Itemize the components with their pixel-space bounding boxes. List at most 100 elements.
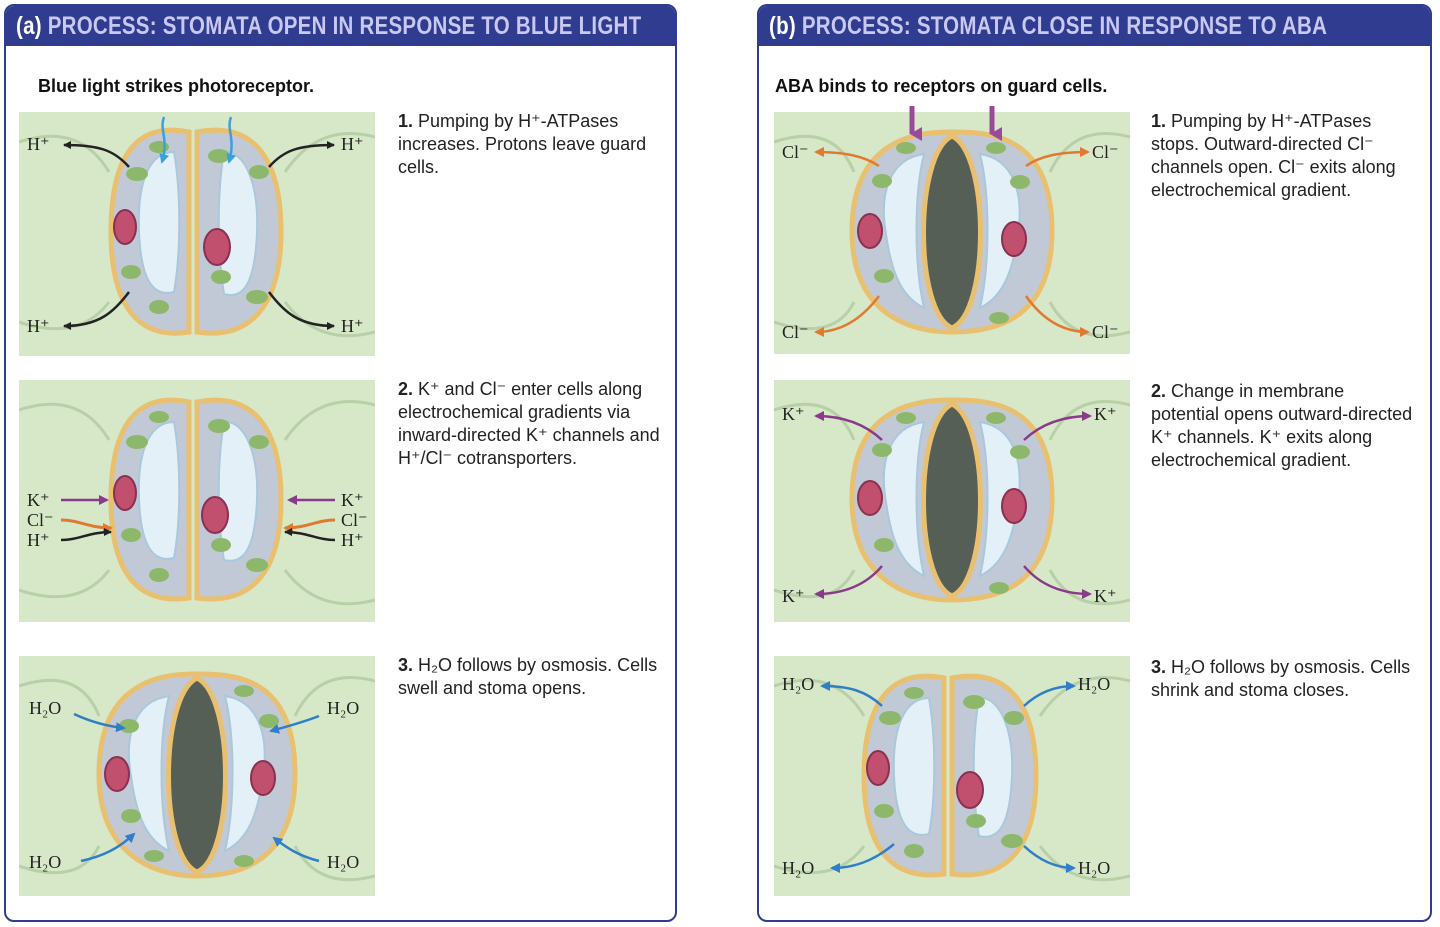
water-arrow-lt (820, 681, 883, 707)
panel-b-title: (b) PROCESS: STOMATA CLOSE IN RESPONSE T… (769, 12, 1327, 41)
water-arrow-lb (830, 843, 895, 873)
open-pore (166, 675, 228, 875)
k-arrow-rt (1023, 411, 1092, 441)
label-k-left: K⁺ (27, 490, 50, 510)
label-water-left-top: H₂O (782, 674, 814, 694)
water-arrow-rb (272, 836, 320, 863)
cl-arrow-rt (1025, 147, 1090, 168)
tissue-outline (19, 676, 375, 882)
step-number: 3. (1151, 657, 1167, 677)
cl-arrow-left (60, 518, 113, 533)
step-text: H₂O follows by osmosis. Cells shrink and… (1151, 657, 1411, 700)
panel-a-title-text: PROCESS: STOMATA OPEN IN RESPONSE TO BLU… (47, 12, 642, 40)
panel-a-step-1: 1. Pumping by H⁺-ATPases increases. Prot… (398, 110, 663, 179)
step-number: 2. (398, 379, 414, 399)
chloroplasts (872, 412, 1030, 594)
label-h-left-top: H⁺ (27, 134, 50, 154)
panel-b-step-2: 2. Change in membrane potential opens ou… (1151, 380, 1416, 472)
h-arrow-left (60, 528, 112, 542)
panel-b-step-1: 1. Pumping by H⁺-ATPases stops. Outward-… (1151, 110, 1416, 202)
panel-a-lead: Blue light strikes photoreceptor. (38, 76, 315, 96)
guard-cell-left (861, 673, 947, 878)
blue-light-arrow-right (226, 116, 237, 164)
k-arrow-rb (1023, 565, 1092, 599)
proton-arrow-rt (268, 141, 335, 168)
diagram-a1-proton-pumping: H⁺ H⁺ H⁺ H⁺ (19, 112, 375, 356)
panel-b-label: (b) (769, 12, 796, 40)
cl-arrow-rb (1024, 295, 1090, 337)
proton-arrow-rb (268, 291, 335, 330)
k-arrow-lb (814, 565, 883, 599)
step-text: H₂O follows by osmosis. Cells swell and … (398, 655, 658, 698)
proton-arrow-lt (63, 141, 130, 168)
label-k-right-top: K⁺ (1094, 404, 1117, 424)
label-k-right: K⁺ (341, 490, 364, 510)
diagram-a3-water-influx: H₂O H₂O H₂O H₂O (19, 656, 375, 896)
tissue-outline (774, 400, 1130, 606)
label-h-right-bottom: H⁺ (341, 316, 364, 336)
panel-a-label: (a) (16, 12, 42, 40)
panel-b-header: (b) PROCESS: STOMATA CLOSE IN RESPONSE T… (759, 6, 1430, 46)
vacuole-right (223, 694, 266, 853)
panel-b-step-3: 3. H₂O follows by osmosis. Cells shrink … (1151, 656, 1416, 702)
step-text: Pumping by H⁺-ATPases stops. Outward-dir… (1151, 111, 1396, 200)
chloroplasts (872, 142, 1030, 324)
guard-cell-right (194, 397, 284, 602)
label-h-right-top: H⁺ (341, 134, 364, 154)
open-pore (921, 133, 983, 331)
tissue-outline (19, 132, 375, 338)
guard-cell-left (108, 127, 192, 336)
label-water-right-top: H₂O (327, 698, 359, 718)
water-arrow-lt (73, 712, 126, 733)
label-cl-right: Cl⁻ (341, 510, 368, 530)
diagram-b2-potassium-efflux: K⁺ K⁺ K⁺ K⁺ (774, 380, 1130, 622)
label-cl-left-top: Cl⁻ (782, 142, 809, 162)
water-arrow-rt (269, 714, 320, 734)
label-k-right-bottom: K⁺ (1094, 586, 1117, 606)
nucleus-left (857, 213, 883, 249)
panel-a-step-2: 2. K⁺ and Cl⁻ enter cells along electroc… (398, 378, 663, 470)
label-water-right-bottom: H₂O (1078, 858, 1110, 878)
water-arrow-rt (1023, 681, 1076, 707)
label-h-left-bottom: H⁺ (27, 316, 50, 336)
nucleus-right (1001, 221, 1027, 257)
label-cl-right-bottom: Cl⁻ (1092, 322, 1119, 342)
label-cl-left: Cl⁻ (27, 510, 54, 530)
step-number: 1. (1151, 111, 1167, 131)
label-cl-right-top: Cl⁻ (1092, 142, 1119, 162)
tissue-outline (774, 132, 1130, 338)
label-water-left-bottom: H₂O (29, 852, 61, 872)
label-k-left-top: K⁺ (782, 404, 805, 424)
diagram-a2-ion-uptake: K⁺ Cl⁻ H⁺ K⁺ Cl⁻ H⁺ (19, 380, 375, 622)
cl-arrow-lt (814, 147, 880, 168)
open-pore (921, 401, 983, 599)
label-water-left-top: H₂O (29, 698, 61, 718)
guard-cell-right (949, 673, 1039, 878)
label-h-right: H⁺ (341, 530, 364, 550)
label-water-right-top: H₂O (1078, 674, 1110, 694)
step-number: 2. (1151, 381, 1167, 401)
panel-stomata-open: (a) PROCESS: STOMATA OPEN IN RESPONSE TO… (4, 4, 677, 922)
panel-b-lead: ABA binds to receptors on guard cells. (775, 76, 1108, 96)
nucleus-left (104, 756, 130, 792)
panel-stomata-close: (b) PROCESS: STOMATA CLOSE IN RESPONSE T… (757, 4, 1432, 922)
guard-cell-right (194, 127, 284, 336)
label-water-left-bottom: H₂O (782, 858, 814, 878)
step-number: 1. (398, 111, 414, 131)
label-h-left: H⁺ (27, 530, 50, 550)
nucleus-right (250, 760, 276, 796)
tissue-outline (19, 400, 375, 606)
panel-a-header: (a) PROCESS: STOMATA OPEN IN RESPONSE TO… (6, 6, 675, 46)
water-arrow-rb (1023, 845, 1076, 873)
label-cl-left-bottom: Cl⁻ (782, 322, 809, 342)
step-number: 3. (398, 655, 414, 675)
cl-arrow-lb (814, 295, 880, 337)
step-text: Change in membrane potential opens outwa… (1151, 381, 1413, 470)
step-text: K⁺ and Cl⁻ enter cells along electrochem… (398, 379, 660, 468)
blue-light-arrow-left (159, 116, 170, 164)
panel-a-step-3: 3. H₂O follows by osmosis. Cells swell a… (398, 654, 663, 700)
cl-arrow-right (283, 518, 336, 533)
nucleus-right (1001, 488, 1027, 524)
label-water-right-bottom: H₂O (327, 852, 359, 872)
panel-b-title-text: PROCESS: STOMATA CLOSE IN RESPONSE TO AB… (801, 12, 1328, 40)
